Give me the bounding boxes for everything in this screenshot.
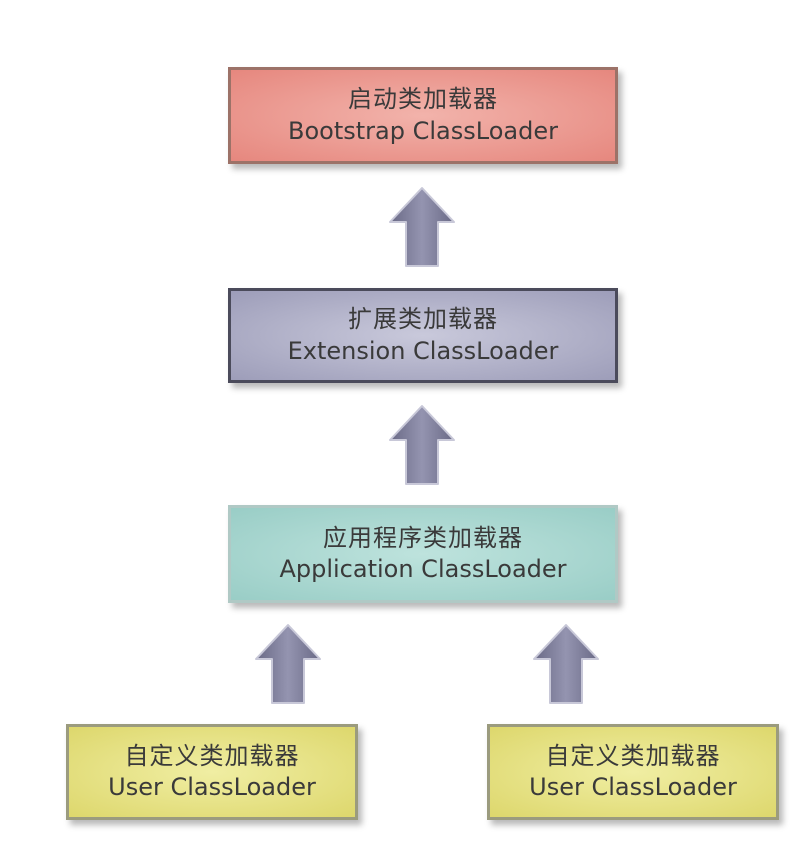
application-classloader-zh-label: 应用程序类加载器: [323, 523, 523, 552]
user-classloader-en-label: User ClassLoader: [108, 773, 316, 801]
up-arrow-icon: [533, 624, 599, 704]
extension-classloader-box: 扩展类加载器 Extension ClassLoader: [228, 288, 618, 383]
bootstrap-classloader-zh-label: 启动类加载器: [348, 85, 498, 114]
application-classloader-box: 应用程序类加载器 Application ClassLoader: [228, 505, 618, 603]
user-classloader-zh-label: 自定义类加载器: [124, 741, 300, 770]
user-classloader-box-left: 自定义类加载器 User ClassLoader: [66, 724, 358, 820]
extension-classloader-zh-label: 扩展类加载器: [348, 305, 498, 334]
user-classloader-box-right: 自定义类加载器 User ClassLoader: [487, 724, 779, 820]
user-classloader-en-label: User ClassLoader: [529, 773, 737, 801]
application-classloader-en-label: Application ClassLoader: [279, 555, 567, 583]
user-classloader-zh-label: 自定义类加载器: [545, 741, 721, 770]
up-arrow-icon: [255, 624, 321, 704]
bootstrap-classloader-box: 启动类加载器 Bootstrap ClassLoader: [228, 67, 618, 164]
up-arrow-icon: [389, 405, 455, 485]
extension-classloader-en-label: Extension ClassLoader: [287, 336, 559, 365]
bootstrap-classloader-en-label: Bootstrap ClassLoader: [288, 116, 558, 145]
up-arrow-icon: [389, 187, 455, 267]
